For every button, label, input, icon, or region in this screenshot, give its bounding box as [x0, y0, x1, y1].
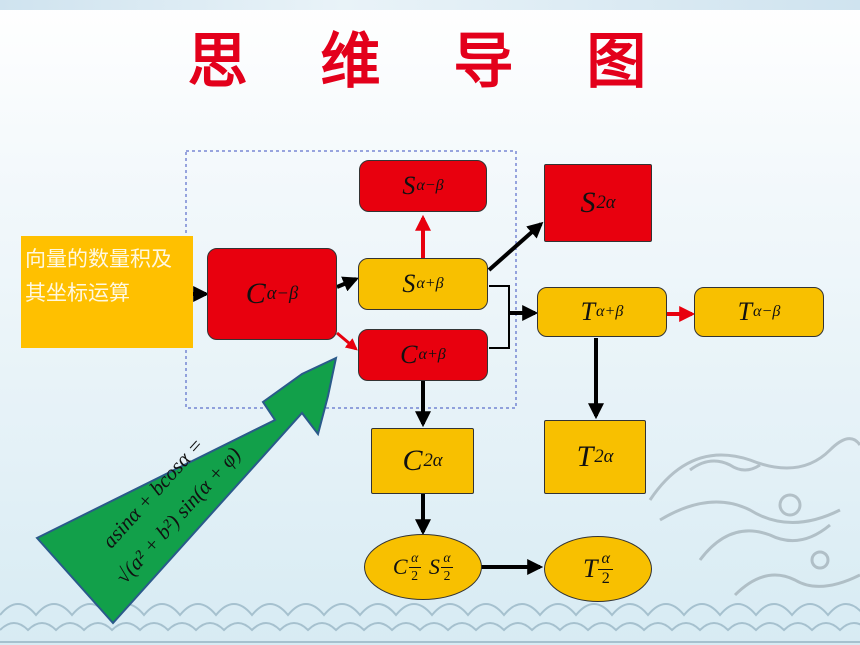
page-title: 思 维 导 图 — [187, 27, 673, 97]
arrow-s-plus-to-s-2a — [487, 221, 544, 272]
arrow-c-minus-to-s-plus — [336, 276, 359, 292]
green-callout-arrow — [35, 356, 338, 625]
wave-border — [0, 603, 860, 643]
top-band — [0, 0, 860, 10]
arrow-c-minus-to-c-plus — [336, 331, 358, 351]
source-concept-box: 向量的数量积及其坐标运算 — [21, 236, 193, 348]
dragon-decoration — [648, 437, 860, 597]
connector-s-plus-to-t-plus — [489, 285, 510, 349]
